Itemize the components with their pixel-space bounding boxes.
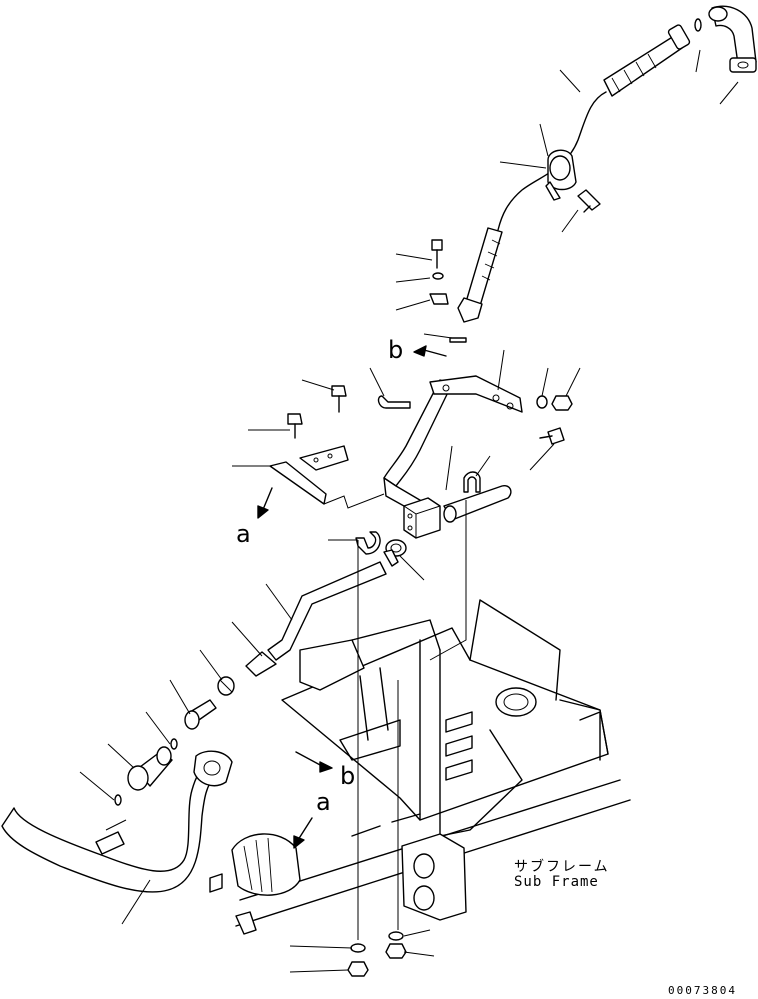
leader-a (323, 493, 385, 509)
sub-frame (209, 599, 631, 935)
bolt-vertical-left (347, 540, 369, 977)
arrow-b-top (413, 345, 447, 357)
o-ring (170, 738, 178, 750)
main-hose (1, 750, 233, 893)
sub-frame-label-jp: サブフレーム (514, 859, 610, 875)
angle-bracket (269, 445, 349, 505)
gasket (694, 18, 702, 32)
flanged-tube (603, 24, 691, 97)
o-ring-lower (114, 794, 122, 806)
long-pipe (245, 561, 387, 677)
hose-clamp-bracket (545, 149, 577, 201)
elbow-fitting (127, 746, 173, 791)
view-label-b-top: b (388, 336, 404, 364)
bolt-stack (429, 239, 449, 305)
bracket-plate (429, 375, 523, 413)
short-tube (443, 484, 512, 523)
bent-pipe (383, 379, 453, 517)
pin (449, 337, 467, 343)
bolt-left-a (331, 385, 347, 413)
u-bolt-left (355, 531, 381, 555)
bolt-vertical-right (385, 680, 407, 959)
sub-frame-label-en: Sub Frame (514, 874, 599, 890)
bolt-upper-right (577, 189, 601, 213)
elbow-pipe (708, 5, 757, 73)
view-label-b-bottom: b (340, 762, 356, 790)
reference-line (429, 500, 467, 661)
view-label-a-left: a (236, 520, 251, 548)
nut-washer-pair (536, 395, 573, 411)
hose-band (383, 539, 407, 567)
bolt-left-b (287, 413, 303, 439)
arrow-a-left (257, 487, 273, 519)
arrow-b-bottom (295, 751, 333, 773)
u-bolt-right (463, 471, 481, 493)
intake-tube (457, 227, 503, 323)
bolt-right (539, 427, 565, 445)
u-clamp-top (377, 395, 411, 409)
leader-lines (79, 49, 739, 973)
view-label-a-bottom: a (316, 788, 331, 816)
drawing-code: 00073804 (668, 984, 737, 997)
joint-block (403, 497, 441, 539)
adapter-fitting (184, 699, 217, 730)
hose-end-clamp (95, 831, 125, 855)
band-clamp-small (217, 676, 235, 696)
arrow-a-bottom (293, 817, 313, 849)
